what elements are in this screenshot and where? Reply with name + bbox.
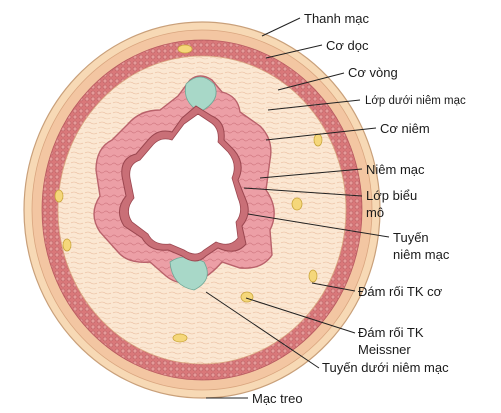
label-lop-duoi-niem-mac: Lớp dưới niêm mạc (365, 95, 466, 107)
label-dam-roi-meissner-line1: Đám rối TK (358, 325, 424, 340)
lumen (128, 113, 241, 255)
label-mac-treo: Mạc treo (252, 391, 303, 406)
label-thanh-mac: Thanh mạc (304, 11, 370, 26)
label-co-niem: Cơ niêm (380, 121, 430, 136)
label-dam-roi-tk-co: Đám rối TK cơ (358, 284, 443, 299)
myenteric-plexus-ganglia (54, 44, 323, 343)
glands (169, 76, 217, 291)
label-dam-roi-meissner-line2: Meissner (358, 342, 411, 357)
label-co-vong: Cơ vòng (348, 65, 398, 80)
label-tuyen-niem-mac-line1: Tuyến (393, 230, 429, 245)
label-tuyen-duoi-niem-mac: Tuyến dưới niêm mạc (322, 360, 449, 375)
label-tuyen-niem-mac-line2: niêm mạc (393, 247, 450, 262)
label-niem-mac: Niêm mạc (366, 162, 425, 177)
leader-lines (205, 17, 390, 399)
label-lop-bieu-mo-line1: Lớp biểu (366, 188, 417, 203)
label-lop-bieu-mo-line2: mô (366, 205, 384, 220)
label-co-doc: Cơ dọc (326, 38, 369, 53)
